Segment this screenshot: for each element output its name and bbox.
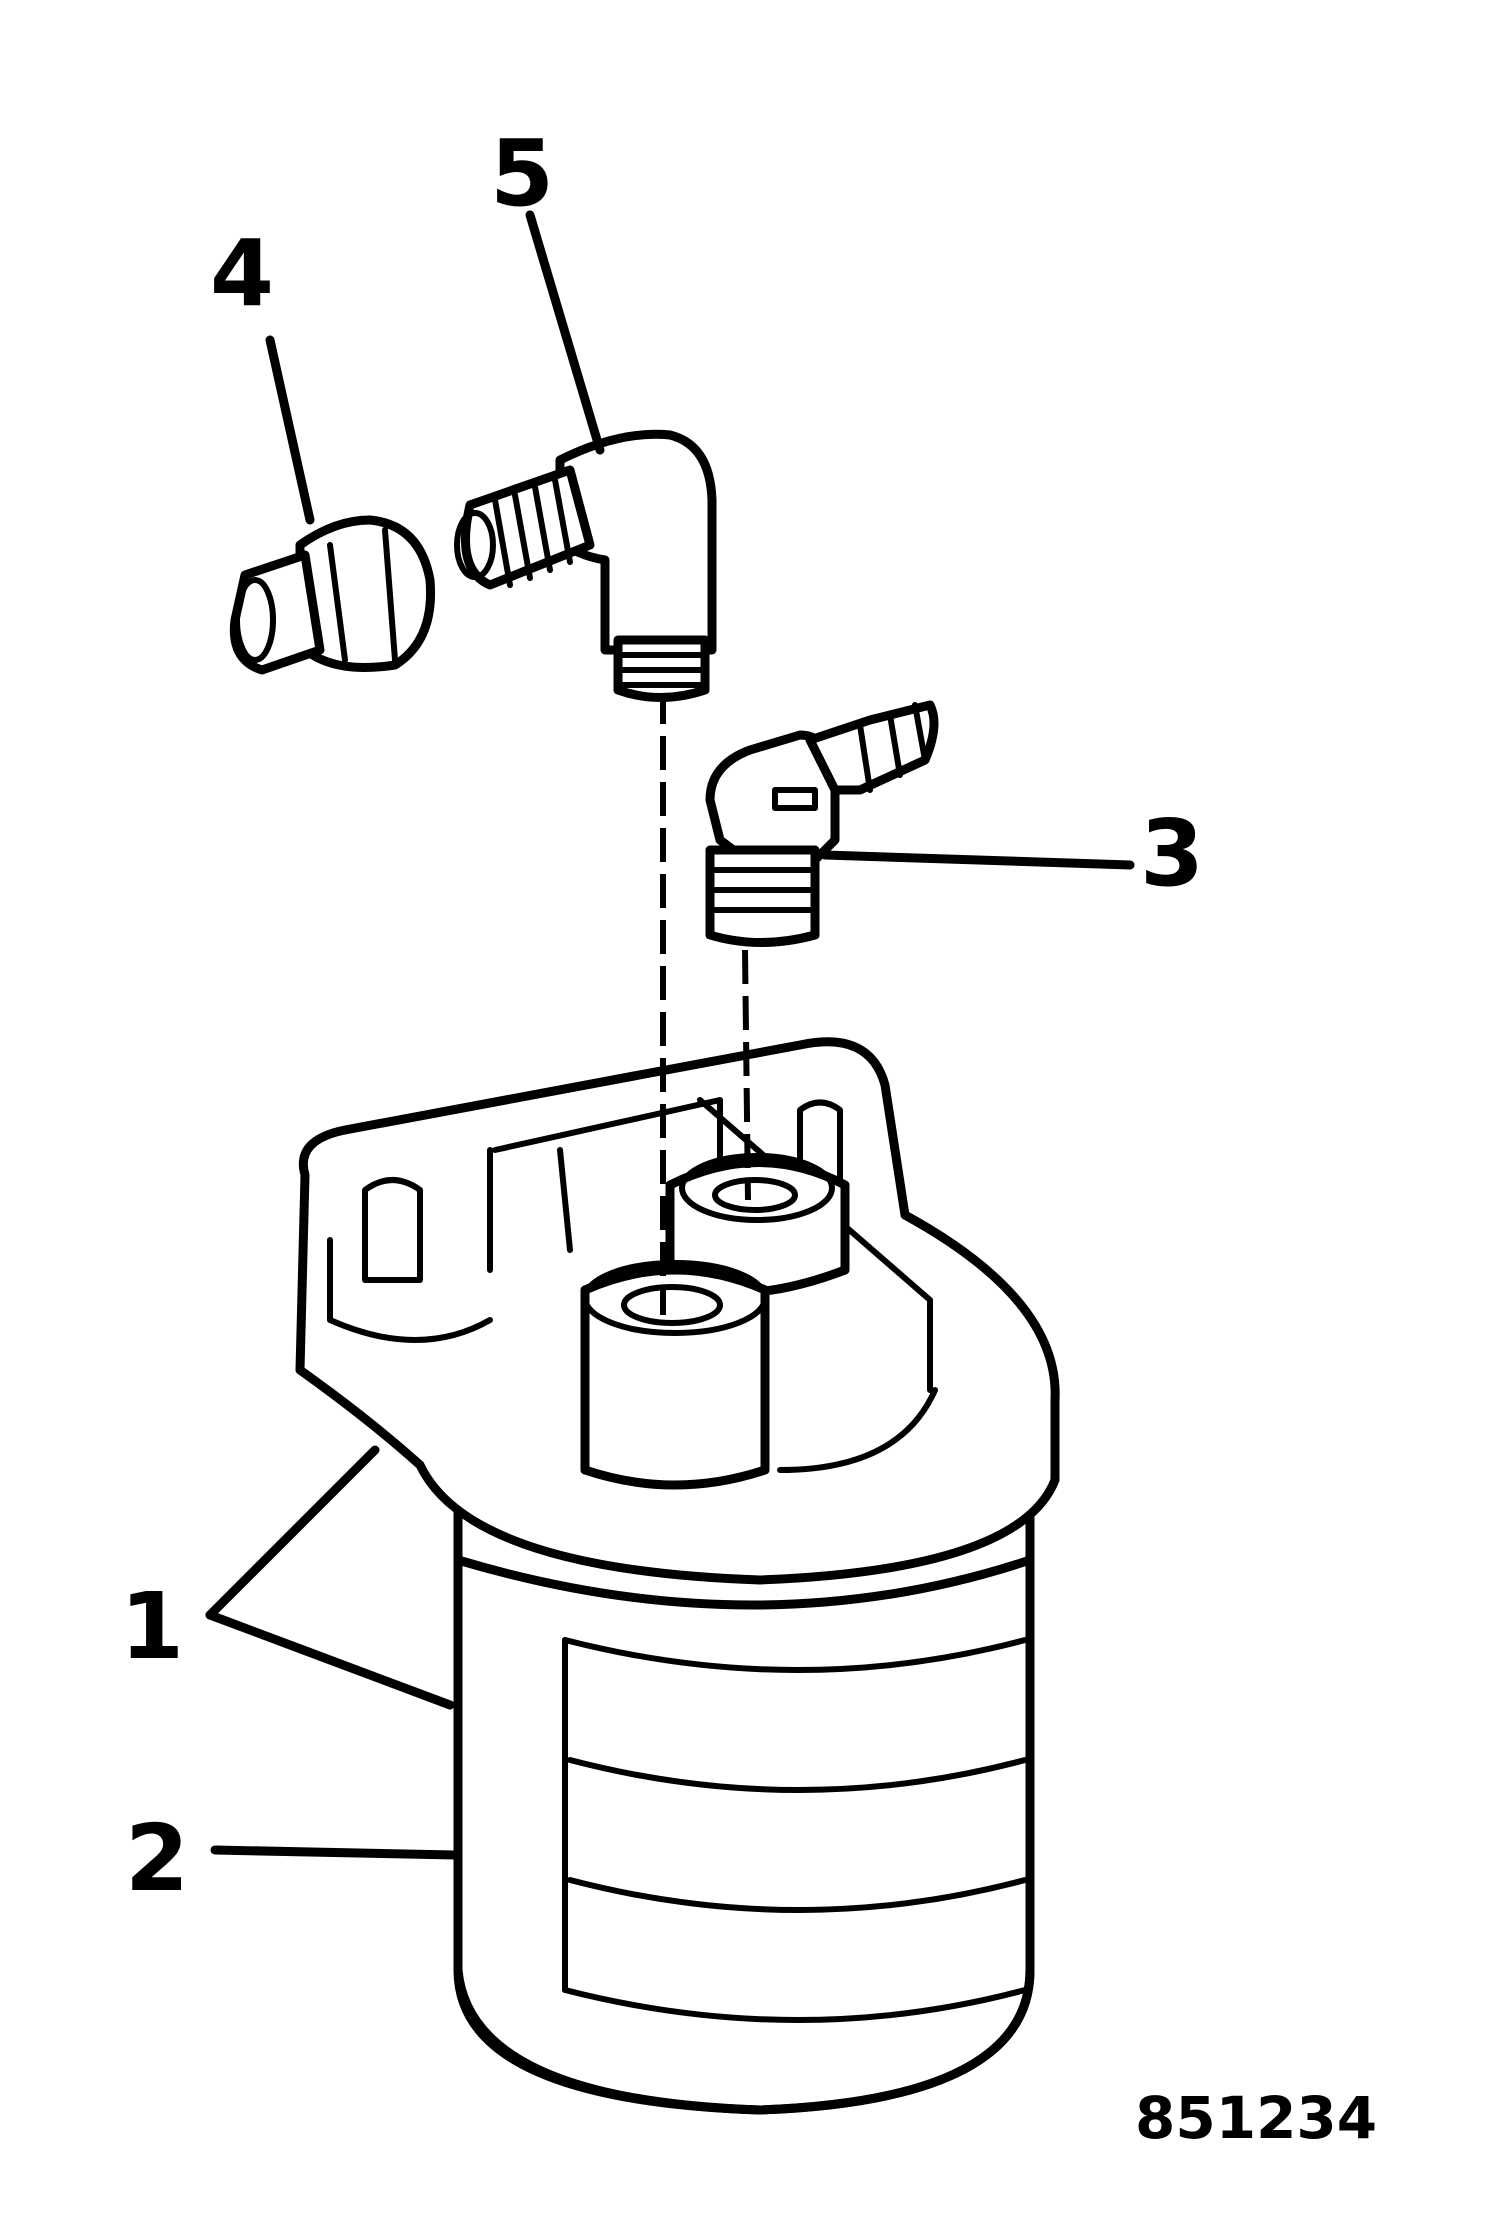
leader-lines bbox=[205, 210, 1135, 1860]
callout-5: 5 bbox=[490, 120, 554, 227]
callout-3: 3 bbox=[1140, 800, 1204, 907]
callout-1: 1 bbox=[120, 1573, 184, 1680]
hose-barb-elbow bbox=[705, 700, 939, 947]
alignment-line-barb bbox=[742, 949, 751, 1201]
callout-2: 2 bbox=[125, 1805, 189, 1912]
callout-4: 4 bbox=[210, 220, 274, 327]
filter-head bbox=[295, 1037, 1060, 1585]
filter-cartridge bbox=[453, 1505, 1035, 2115]
elbow-fitting bbox=[454, 429, 717, 702]
figure-number: 851234 bbox=[1135, 2084, 1377, 2152]
flare-nut bbox=[229, 515, 436, 675]
